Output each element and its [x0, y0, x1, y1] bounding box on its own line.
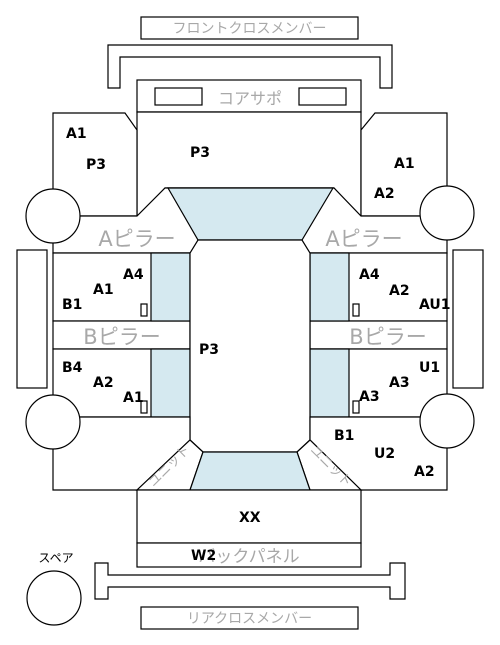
zone-label: B1 — [62, 297, 82, 313]
rear-bumper-outline — [94, 562, 406, 600]
right-rear-door-handle — [352, 400, 360, 414]
zone-label: A1 — [93, 282, 114, 298]
left-rear-door-handle — [140, 400, 148, 414]
a-pillar-right-label: Aピラー — [325, 227, 402, 251]
zone-label: A1 — [123, 390, 144, 406]
right-rear-window — [309, 348, 350, 418]
right-front-door-handle — [352, 303, 360, 317]
zone-label: P3 — [86, 157, 106, 173]
front-left-wheel — [25, 188, 81, 244]
zone-label: XX — [239, 510, 261, 526]
front-cross-member-box — [140, 16, 359, 40]
zone-label: A1 — [66, 126, 87, 142]
zone-label: P3 — [190, 145, 210, 161]
zone-label: A1 — [394, 156, 415, 172]
rear-left-wheel — [25, 394, 81, 450]
trunk-lid — [136, 489, 362, 544]
b-pillar-right-label: Bピラー — [349, 325, 426, 349]
zone-label: A2 — [374, 186, 395, 202]
zone-label: U1 — [419, 360, 440, 376]
zone-label: A4 — [359, 267, 380, 283]
rear-cross-member-label: リアクロスメンバー — [187, 611, 312, 627]
core-support-right-slot — [298, 87, 347, 106]
core-support-label: コアサポ — [218, 89, 282, 108]
zone-label: W2 — [191, 548, 216, 564]
zone-label: AU1 — [419, 297, 451, 313]
zone-label: A2 — [93, 375, 114, 391]
back-panel-box — [136, 542, 362, 568]
back-panel-label: バックパネル — [198, 547, 299, 567]
b-pillar-left-band — [52, 320, 191, 350]
front-right-wheel — [419, 185, 475, 241]
spare-tire — [26, 570, 82, 626]
zone-label: A4 — [123, 267, 144, 283]
zone-label: A2 — [389, 283, 410, 299]
rear-right-wheel — [419, 393, 475, 449]
zone-label: U2 — [374, 446, 395, 462]
front-cross-member-label: フロントクロスメンバー — [173, 21, 327, 37]
left-rear-window — [150, 348, 191, 418]
left-front-window — [150, 252, 191, 322]
rear-cross-member-box — [140, 606, 359, 630]
spare-label: スペア — [38, 551, 73, 565]
zone-label: P3 — [199, 342, 219, 358]
zone-label: B4 — [62, 360, 83, 376]
zone-label: A3 — [359, 389, 380, 405]
zone-label: A2 — [414, 464, 435, 480]
zone-label: A3 — [389, 375, 410, 391]
zone-label: B1 — [334, 428, 354, 444]
b-pillar-left-label: Bピラー — [83, 325, 160, 349]
left-front-door-handle — [140, 303, 148, 317]
core-support-left-slot — [154, 87, 203, 106]
front-bumper-outline — [107, 44, 393, 89]
a-pillar-left-label: Aピラー — [98, 227, 175, 251]
right-front-window — [309, 252, 350, 322]
rear-window — [189, 451, 311, 491]
left-side-sill — [16, 249, 48, 389]
right-side-sill — [452, 249, 484, 389]
